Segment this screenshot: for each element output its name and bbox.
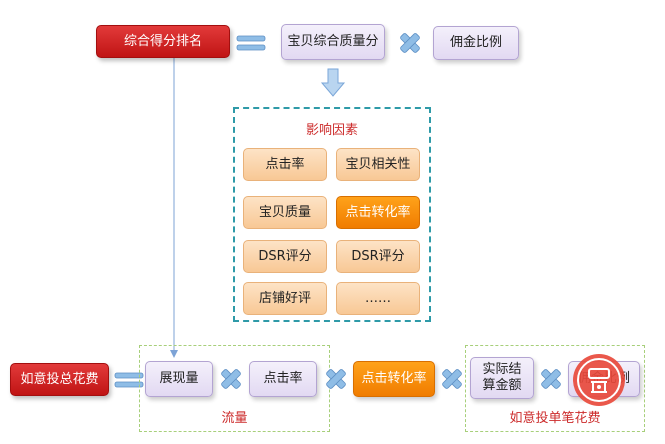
multiply-icon-4 — [541, 369, 561, 389]
factor-ctr: 点击率 — [243, 148, 327, 181]
down-arrow-icon — [320, 68, 346, 97]
conversion-rate-box: 点击转化率 — [353, 361, 435, 397]
settlement-amount-box: 实际结算金额 — [470, 357, 534, 399]
factor-conversion-rate: 点击转化率 — [336, 196, 420, 229]
commission-rate-box: 佣金比例 — [433, 26, 519, 60]
impressions-box: 展现量 — [145, 361, 213, 397]
watermark-stamp-icon — [573, 354, 625, 406]
factor-shop-rating: 店铺好评 — [243, 282, 327, 315]
per-order-group — [465, 345, 645, 432]
factor-item-quality: 宝贝质量 — [243, 196, 327, 229]
factor-item-relevance: 宝贝相关性 — [336, 148, 420, 181]
traffic-label: 流量 — [221, 411, 248, 426]
multiply-icon — [400, 33, 420, 53]
per-order-label: 如意投单笔花费 — [509, 411, 601, 426]
equals-icon-bottom — [114, 372, 144, 388]
item-quality-score-box: 宝贝综合质量分 — [281, 24, 385, 60]
equals-icon — [236, 35, 266, 51]
factor-dsr-score-1: DSR评分 — [243, 240, 327, 273]
multiply-icon-3 — [442, 369, 462, 389]
composite-rank-box: 综合得分排名 — [96, 25, 230, 58]
multiply-icon-2 — [326, 369, 346, 389]
factor-more: …… — [336, 282, 420, 315]
factor-dsr-score-2: DSR评分 — [336, 240, 420, 273]
multiply-icon-1 — [221, 369, 241, 389]
factors-title: 影响因素 — [305, 123, 358, 138]
factors-panel — [233, 107, 431, 322]
ctr-box: 点击率 — [249, 361, 317, 397]
total-spend-box: 如意投总花费 — [10, 363, 109, 396]
